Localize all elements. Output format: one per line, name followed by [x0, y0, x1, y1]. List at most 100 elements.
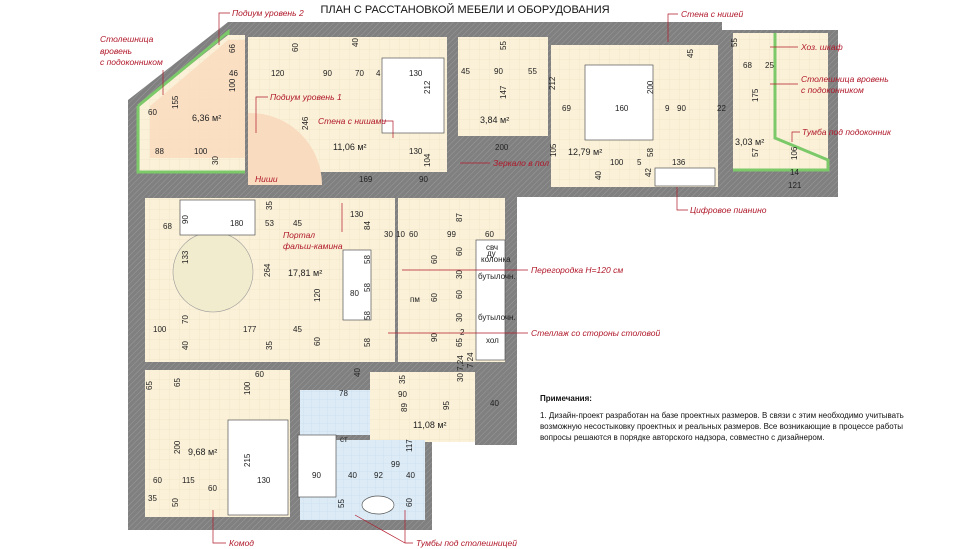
- dimension-label: 155: [171, 95, 180, 109]
- dimension-label: 40: [348, 471, 357, 480]
- dimension-label: 22: [717, 104, 726, 113]
- dimension-label: 55: [499, 41, 508, 50]
- podium-level-1: [248, 112, 323, 185]
- room-toilet: [300, 390, 370, 435]
- dimension-label: 30 7,24: [456, 355, 465, 382]
- dimension-label: 92: [374, 471, 383, 480]
- dimension-label: 70: [355, 69, 364, 78]
- dimension-label: 95: [442, 401, 451, 410]
- area-living: 17,81 м²: [288, 268, 322, 278]
- area-bedroom-2: 12,79 м²: [568, 147, 602, 157]
- dimension-label: 58: [363, 338, 372, 347]
- annotation: Хоз. шкаф: [800, 42, 843, 52]
- window-counter-loggia: [733, 33, 830, 172]
- dimension-label: 60: [255, 370, 264, 379]
- dimension-label: 136: [672, 158, 686, 167]
- room-hall: [370, 372, 475, 442]
- kitchen-label: пм: [410, 295, 420, 304]
- dimension-label: 100: [610, 158, 624, 167]
- dimension-label: 78: [339, 389, 348, 398]
- dimension-label: 89: [400, 403, 409, 412]
- dimension-label: 4: [376, 69, 381, 78]
- dimension-label: 2: [460, 328, 465, 337]
- dimension-label: 50: [171, 498, 180, 507]
- dimension-label: 60: [430, 255, 439, 264]
- dimension-label: 105: [549, 143, 558, 157]
- dimension-label: 200: [495, 143, 509, 152]
- dimension-label: 57: [751, 148, 760, 157]
- kitchen-label: бутылочн.: [478, 272, 516, 281]
- dimension-label: 58: [363, 283, 372, 292]
- dimension-label: 65: [145, 381, 154, 390]
- annotation: Подиум уровень 2: [232, 8, 304, 18]
- dimension-label: 90: [494, 67, 503, 76]
- dimension-label: 58: [646, 148, 655, 157]
- dimension-label: 215: [243, 453, 252, 467]
- dimension-label: 45: [686, 49, 695, 58]
- dimension-label: 60: [153, 476, 162, 485]
- dimension-label: 60: [455, 290, 464, 299]
- area-bedroom-1: 11,06 м²: [333, 142, 367, 152]
- sofa: [179, 199, 256, 236]
- kitchen-label: ст: [340, 435, 348, 444]
- dimension-label: 45: [293, 325, 302, 334]
- annotation: Стена с нишами: [318, 116, 386, 126]
- dimension-label: 35: [398, 375, 407, 384]
- annotation: Комод: [229, 538, 254, 548]
- annotation: Перегородка H=120 см: [531, 265, 623, 275]
- dimension-label: 35: [265, 341, 274, 350]
- annotation: Портал: [283, 230, 315, 240]
- dimension-label: 60: [291, 43, 300, 52]
- bed-3: [227, 419, 289, 516]
- annotation: Тумба под подоконник: [802, 127, 892, 137]
- window-counter-office-lower: [136, 106, 245, 174]
- dimension-label: 90: [398, 390, 407, 399]
- dimension-label: 30: [384, 230, 393, 239]
- dimension-label: 68: [163, 222, 172, 231]
- dimension-label: 100: [228, 78, 237, 92]
- dimension-label: 106: [790, 146, 799, 160]
- notes-text: 1. Дизайн-проект разработан на базе прое…: [540, 411, 904, 442]
- dimension-label: 40: [406, 471, 415, 480]
- dimension-label: 115: [182, 476, 195, 485]
- window-counter-office: [137, 28, 230, 108]
- dimension-label: 147: [499, 85, 508, 99]
- dimension-label: 90: [181, 215, 190, 224]
- dimension-label: 200: [173, 440, 182, 454]
- bed-1: [381, 57, 445, 134]
- washbasin: [361, 495, 395, 515]
- dimension-label: 66: [228, 44, 237, 53]
- dimension-label: 60: [405, 498, 414, 507]
- dimension-label: 80: [350, 289, 359, 298]
- dimension-label: 84: [363, 221, 372, 230]
- dimension-label: 104: [423, 153, 432, 167]
- dimension-label: 90: [430, 333, 439, 342]
- dimension-label: 175: [751, 88, 760, 102]
- annotation: Ниши: [255, 174, 278, 184]
- dimension-label: 133: [181, 250, 190, 264]
- dimension-label: 68: [743, 61, 752, 70]
- dimension-label: 40: [181, 341, 190, 350]
- dimension-label: 7 24: [466, 352, 475, 368]
- annotations: Подиум уровень 2 Столешница вровень с по…: [100, 8, 892, 548]
- dimension-label: 9: [665, 104, 670, 113]
- dimension-label: 246: [301, 116, 310, 130]
- annotation: вровень: [100, 46, 132, 56]
- area-loggia: 3,03 м²: [735, 137, 764, 147]
- annotation: с подоконником: [801, 85, 864, 95]
- dimension-label: 42: [644, 168, 653, 177]
- dimension-label: 90: [419, 175, 428, 184]
- dimension-label: 100: [243, 381, 252, 395]
- room-wardrobe: [458, 37, 548, 136]
- dimension-label: 100: [194, 147, 208, 156]
- dimension-label: 30: [455, 270, 464, 279]
- annotation: Зеркало в пол: [493, 158, 549, 168]
- dimension-label: 65: [455, 338, 464, 347]
- dimension-label: 55: [337, 499, 346, 508]
- dimension-label: 90: [323, 69, 332, 78]
- annotation: Столешница: [100, 34, 154, 44]
- annotation: Стеллаж со стороны столовой: [531, 328, 661, 338]
- plan-title: ПЛАН С РАССТАНОВКОЙ МЕБЕЛИ И ОБОРУДОВАНИ…: [320, 3, 609, 16]
- bed-2: [584, 64, 654, 141]
- dimension-label: 35: [265, 201, 274, 210]
